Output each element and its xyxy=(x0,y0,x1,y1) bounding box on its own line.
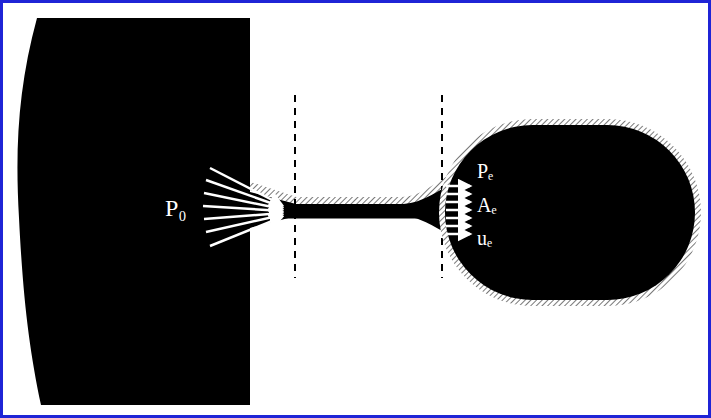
reservoir: P₀ xyxy=(15,18,250,405)
wall-hatch xyxy=(250,178,452,201)
channel xyxy=(250,184,452,236)
reservoir-shape xyxy=(15,18,250,405)
section-line xyxy=(294,95,296,278)
channel-connector xyxy=(250,207,445,219)
symbol-label: Aₑ xyxy=(477,195,497,215)
symbol-label: Pₑ xyxy=(477,161,493,181)
symbol-label: uₑ xyxy=(477,228,492,248)
symbol-label: P₀ xyxy=(165,196,187,220)
bubble: PₑAₑ uₑ xyxy=(445,125,695,300)
